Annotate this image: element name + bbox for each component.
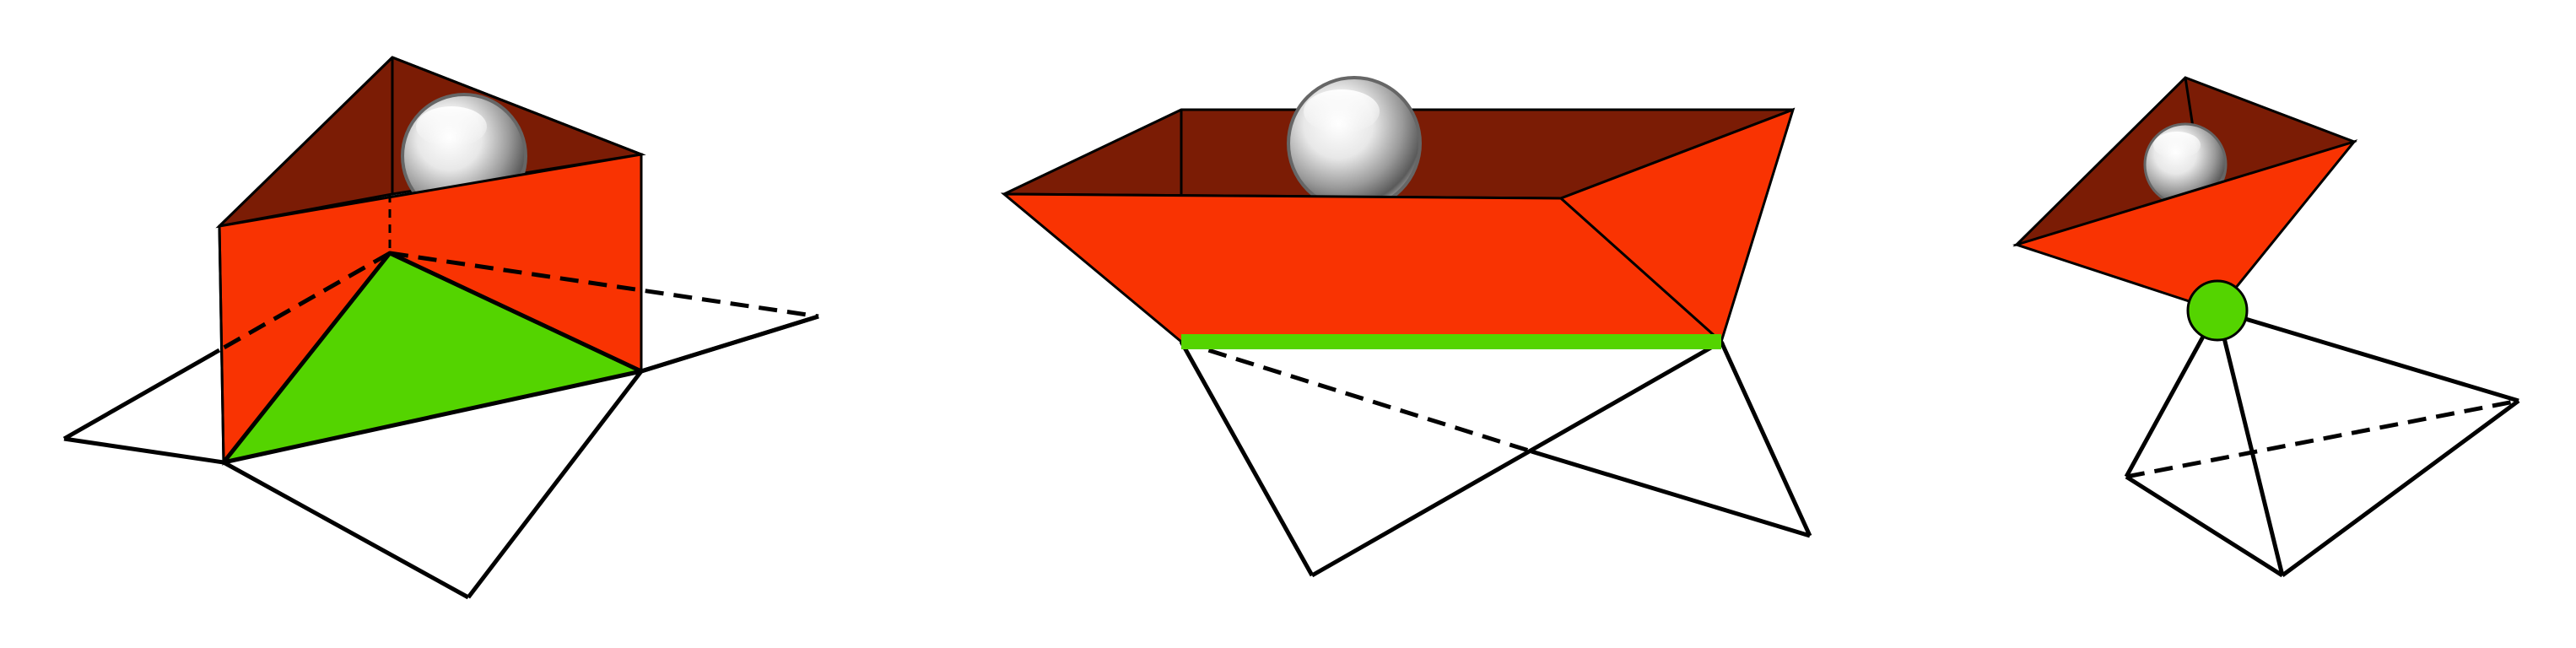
lower-tetrahedron-edge bbox=[1179, 339, 1812, 578]
lower-tetrahedron-face bbox=[62, 314, 819, 600]
hidden-edge bbox=[1180, 339, 1532, 454]
panel-edge-contact bbox=[1000, 76, 1812, 578]
upper-tetrahedron-side-face bbox=[1558, 107, 1796, 344]
ball bbox=[2143, 122, 2228, 207]
contact-vertex bbox=[2186, 279, 2249, 342]
upper-outline bbox=[218, 56, 643, 463]
lower-tetrahedron-vertex bbox=[2124, 308, 2520, 578]
contact-face bbox=[221, 251, 644, 465]
panel-face-contact bbox=[62, 56, 819, 600]
ball bbox=[1287, 76, 1422, 211]
upper-tetrahedron-front-face bbox=[2012, 139, 2358, 312]
hidden-edge bbox=[2125, 398, 2519, 479]
panel-vertex-contact bbox=[2012, 76, 2520, 578]
hidden-edges bbox=[218, 251, 819, 353]
